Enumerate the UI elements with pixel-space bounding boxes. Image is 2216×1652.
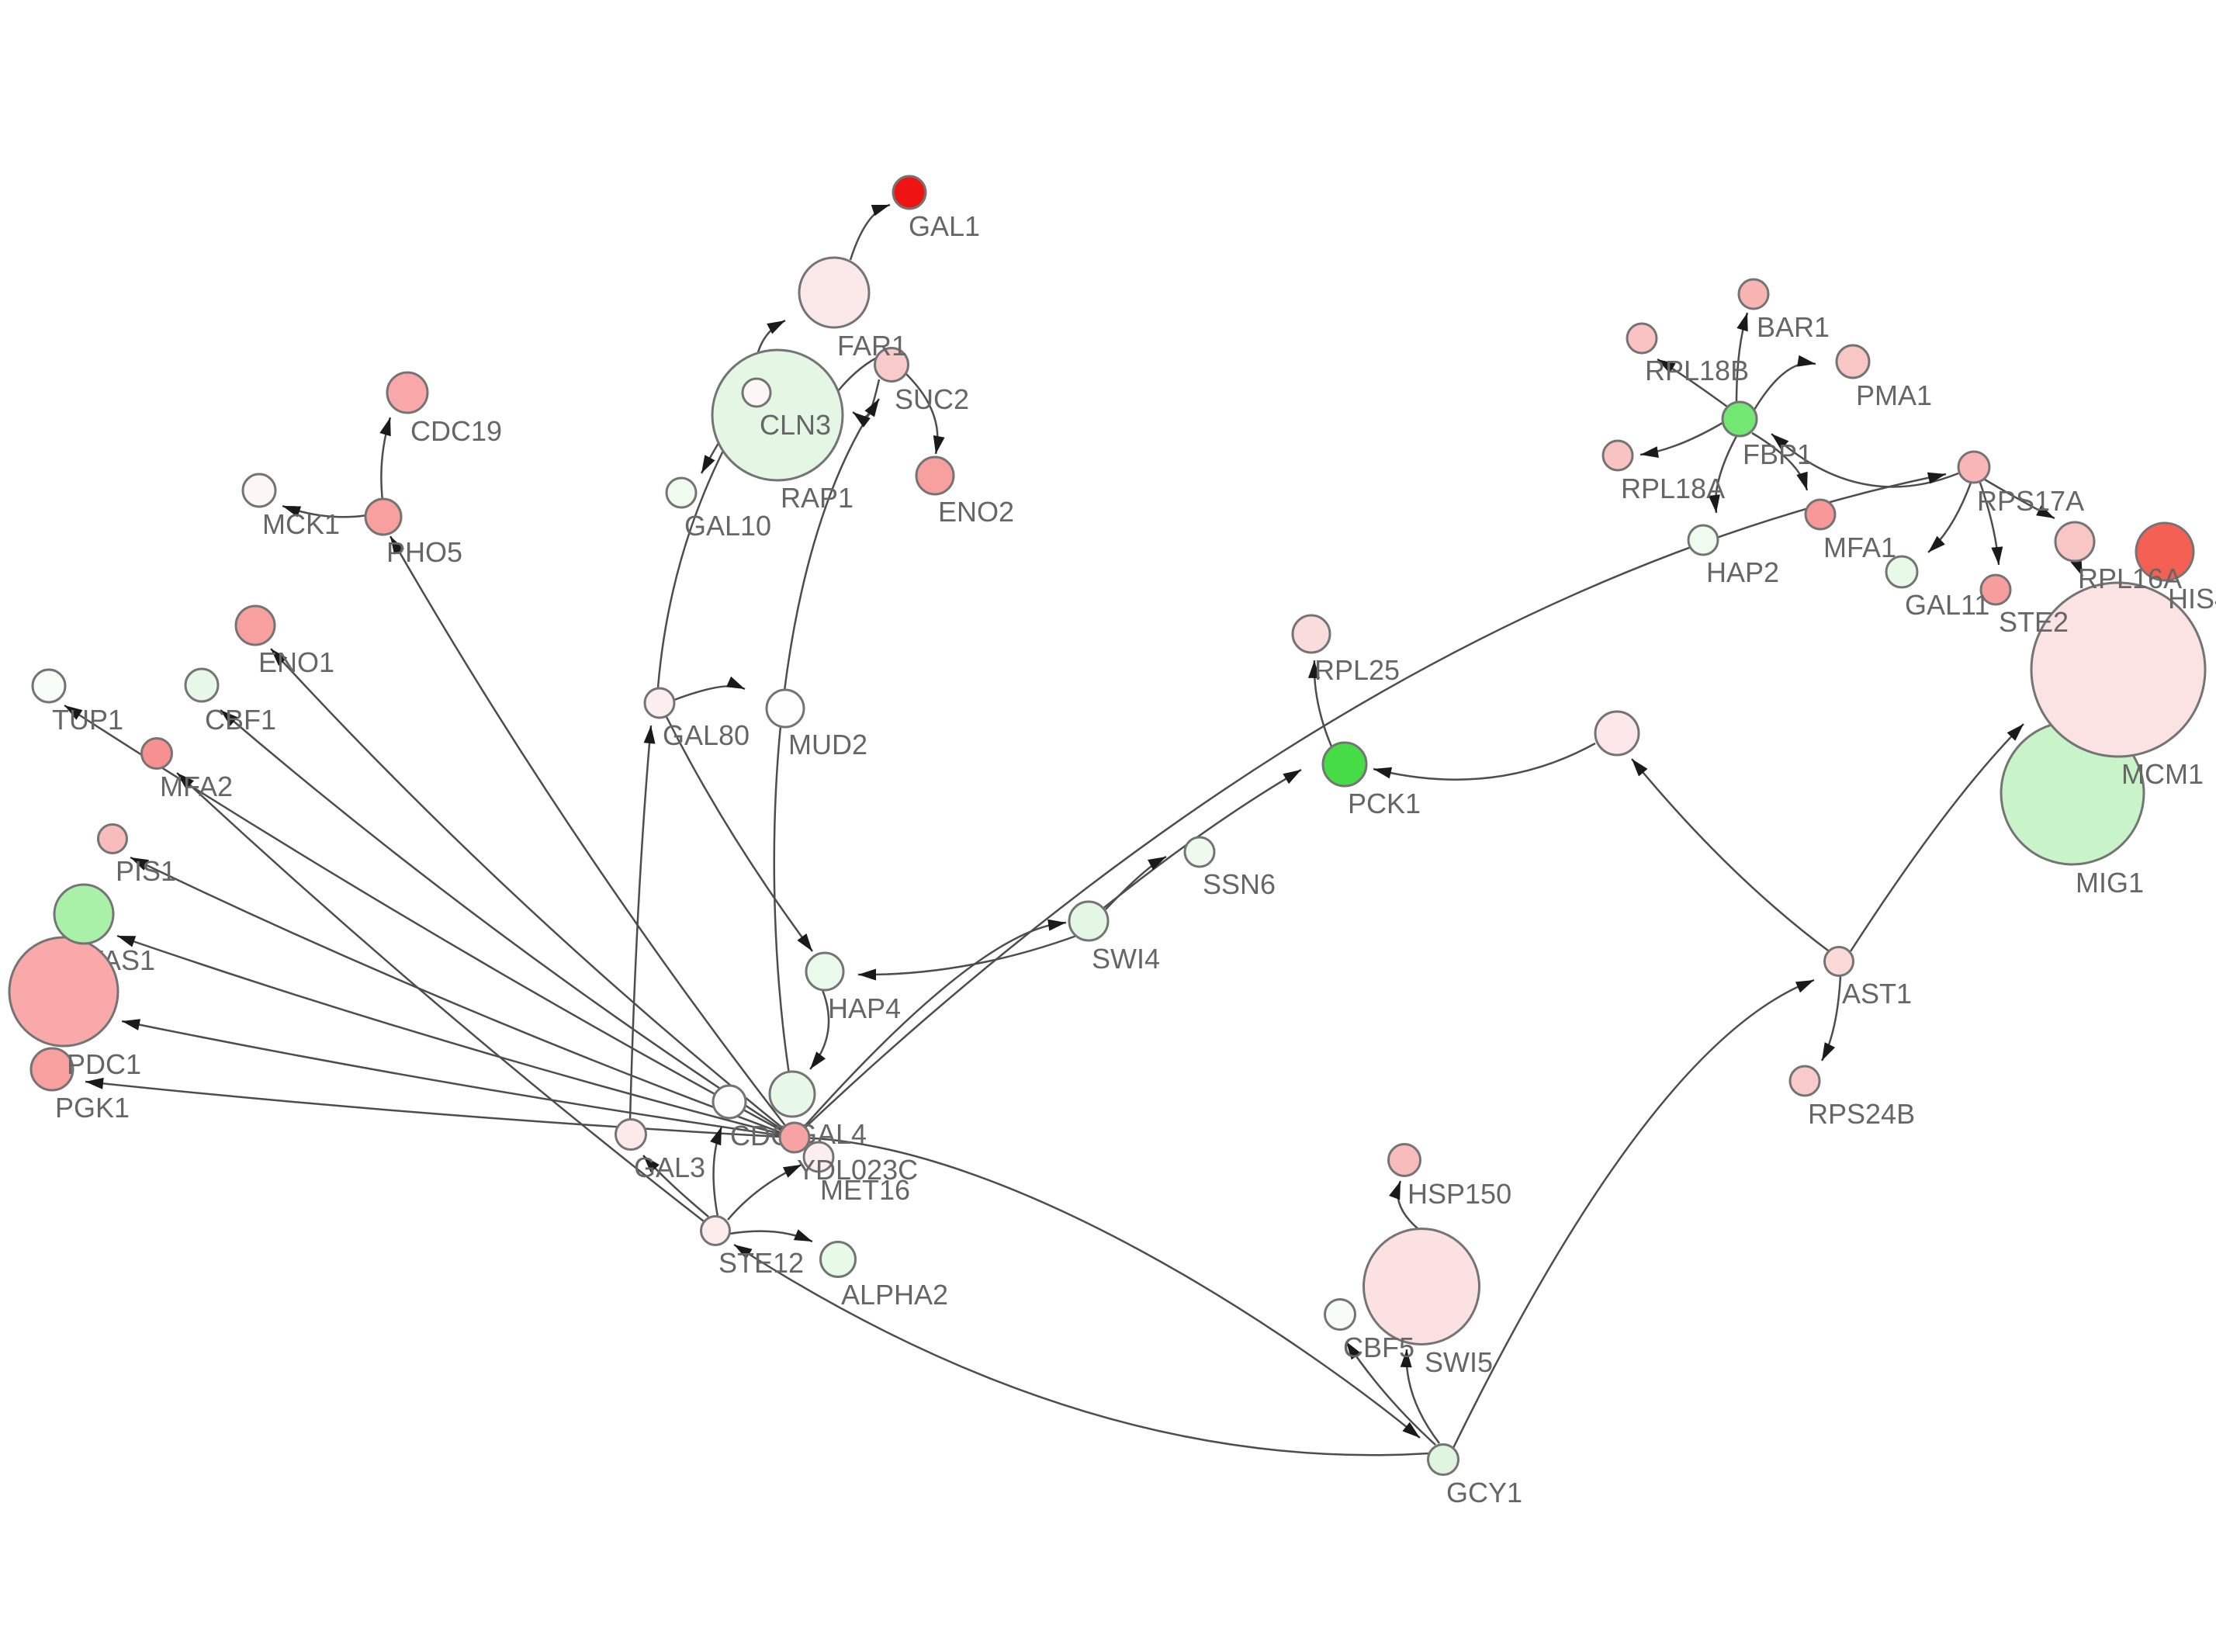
svg-text:ALPHA2: ALPHA2 bbox=[841, 1279, 948, 1311]
svg-text:HAP2: HAP2 bbox=[1706, 556, 1779, 588]
svg-text:RPS24B: RPS24B bbox=[1808, 1098, 1915, 1130]
svg-text:PMA1: PMA1 bbox=[1856, 379, 1932, 411]
svg-text:BAR1: BAR1 bbox=[1757, 311, 1830, 343]
svg-text:GCY1: GCY1 bbox=[1446, 1477, 1522, 1508]
svg-text:STE12: STE12 bbox=[718, 1247, 804, 1279]
svg-text:SUC2: SUC2 bbox=[895, 383, 969, 415]
svg-text:ENO2: ENO2 bbox=[938, 496, 1014, 528]
svg-text:MFA1: MFA1 bbox=[1823, 532, 1896, 563]
svg-text:RPS17A: RPS17A bbox=[1977, 485, 2084, 517]
svg-text:GAL11: GAL11 bbox=[1905, 589, 1989, 621]
svg-text:PHO5: PHO5 bbox=[386, 536, 462, 568]
svg-text:GAL3: GAL3 bbox=[634, 1152, 705, 1183]
svg-text:PIS1: PIS1 bbox=[116, 855, 176, 887]
svg-text:SWI4: SWI4 bbox=[1092, 943, 1160, 975]
svg-text:AST1: AST1 bbox=[1842, 978, 1912, 1010]
svg-text:RPL18B: RPL18B bbox=[1645, 355, 1749, 386]
svg-text:MCK1: MCK1 bbox=[262, 508, 340, 540]
svg-text:CBF1: CBF1 bbox=[205, 704, 276, 736]
svg-text:HAP4: HAP4 bbox=[828, 992, 901, 1024]
svg-text:STE2: STE2 bbox=[1999, 606, 2069, 638]
svg-text:PGK1: PGK1 bbox=[55, 1092, 130, 1124]
svg-text:ENO1: ENO1 bbox=[258, 646, 334, 678]
svg-text:HSP150: HSP150 bbox=[1408, 1178, 1511, 1210]
svg-text:MCM1: MCM1 bbox=[2121, 758, 2204, 790]
svg-text:MUD2: MUD2 bbox=[788, 729, 867, 760]
svg-text:PCK1: PCK1 bbox=[1348, 788, 1421, 819]
svg-text:CBF5: CBF5 bbox=[1343, 1332, 1414, 1363]
svg-text:GAL10: GAL10 bbox=[684, 510, 771, 542]
svg-text:FAR1: FAR1 bbox=[837, 330, 907, 362]
svg-text:GAL1: GAL1 bbox=[909, 210, 980, 242]
svg-text:RPL18A: RPL18A bbox=[1621, 473, 1725, 504]
svg-text:SSN6: SSN6 bbox=[1203, 868, 1276, 900]
svg-text:YDL023C: YDL023C bbox=[797, 1154, 918, 1186]
svg-text:SWI5: SWI5 bbox=[1425, 1346, 1493, 1378]
svg-text:RPL25: RPL25 bbox=[1314, 654, 1400, 686]
svg-text:RAP1: RAP1 bbox=[781, 482, 854, 514]
svg-text:GAL80: GAL80 bbox=[663, 719, 750, 751]
svg-text:CLN3: CLN3 bbox=[760, 409, 831, 441]
svg-text:PDC1: PDC1 bbox=[67, 1048, 141, 1080]
svg-text:MIG1: MIG1 bbox=[2076, 867, 2144, 899]
svg-text:HIS4: HIS4 bbox=[2168, 583, 2216, 615]
svg-text:MFA2: MFA2 bbox=[160, 771, 233, 802]
svg-text:TUP1: TUP1 bbox=[52, 704, 123, 736]
svg-text:MET16: MET16 bbox=[820, 1174, 910, 1206]
svg-text:FBP1: FBP1 bbox=[1743, 438, 1813, 470]
svg-text:CDC19: CDC19 bbox=[410, 415, 502, 447]
svg-text:RPL16A: RPL16A bbox=[2078, 563, 2182, 594]
